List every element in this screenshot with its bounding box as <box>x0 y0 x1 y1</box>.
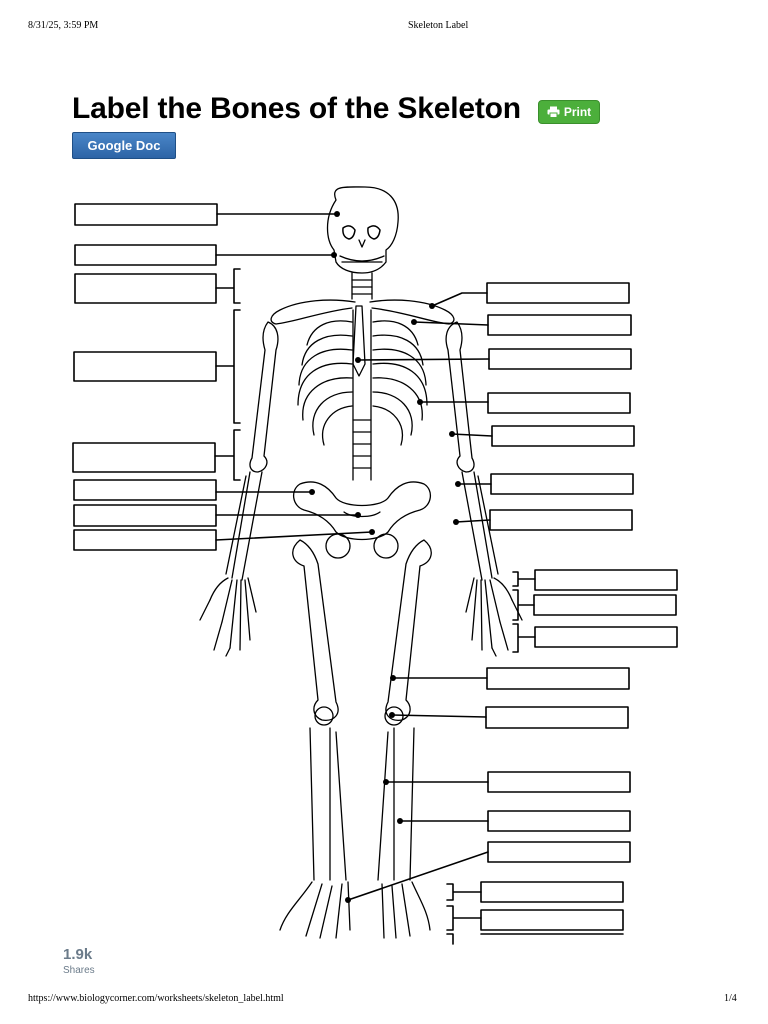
label-box[interactable] <box>485 706 629 729</box>
label-box[interactable] <box>490 473 634 495</box>
label-box[interactable] <box>486 282 630 304</box>
share-count: 1.9k <box>63 946 93 963</box>
print-url: https://www.biologycorner.com/worksheets… <box>28 993 284 1004</box>
print-label: Print <box>563 105 592 119</box>
print-button[interactable]: Print <box>538 100 600 124</box>
label-box[interactable] <box>74 244 217 266</box>
share-label: Shares <box>63 965 95 976</box>
print-page-number: 1/4 <box>724 993 737 1004</box>
print-page-title: Skeleton Label <box>408 20 469 31</box>
label-box[interactable] <box>74 203 218 226</box>
label-box[interactable] <box>73 351 217 382</box>
printer-icon <box>547 106 560 118</box>
worksheet-title: Label the Bones of the Skeleton <box>72 92 521 125</box>
label-box[interactable] <box>486 667 630 690</box>
skeleton-figure <box>199 186 523 939</box>
label-box[interactable] <box>489 509 633 531</box>
google-doc-button[interactable]: Google Doc <box>72 132 176 159</box>
label-box[interactable] <box>72 442 216 473</box>
label-box[interactable] <box>487 841 631 863</box>
label-box[interactable] <box>533 594 677 616</box>
label-box[interactable] <box>487 314 632 336</box>
leader-lines <box>215 213 493 901</box>
label-box[interactable] <box>73 479 217 501</box>
label-box[interactable] <box>74 273 217 304</box>
label-box[interactable] <box>73 504 217 527</box>
leader-dots <box>309 211 461 903</box>
label-box[interactable] <box>534 626 678 648</box>
print-datetime: 8/31/25, 3:59 PM <box>28 20 99 31</box>
label-box[interactable] <box>487 810 631 832</box>
label-box[interactable] <box>73 529 217 551</box>
label-box[interactable] <box>491 425 635 447</box>
label-box[interactable] <box>488 348 632 370</box>
label-box[interactable] <box>480 881 624 903</box>
label-box[interactable] <box>487 392 631 414</box>
label-box[interactable] <box>480 909 624 931</box>
brackets <box>214 268 536 945</box>
label-box[interactable] <box>534 569 678 591</box>
label-box[interactable] <box>487 771 631 793</box>
share-counter[interactable]: 1.9k Shares <box>63 946 95 976</box>
